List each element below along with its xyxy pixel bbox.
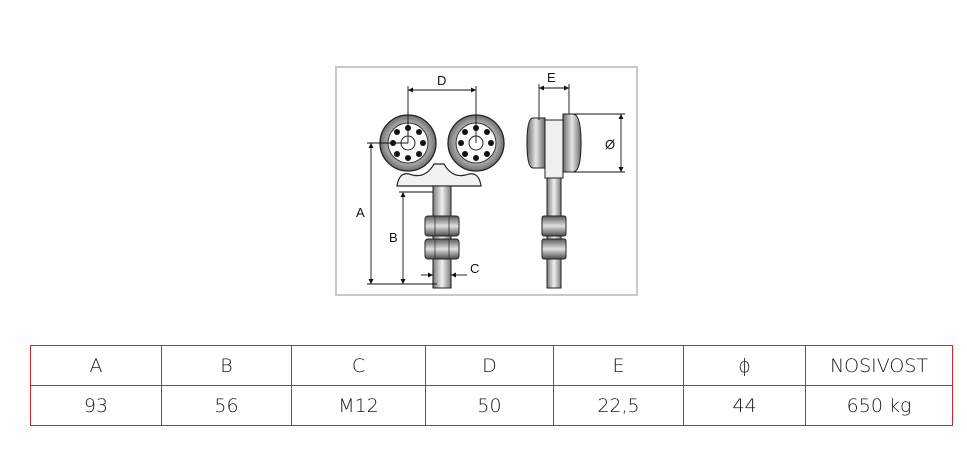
header-cell-a: A — [30, 345, 162, 386]
dim-label-b: B — [389, 230, 398, 245]
header-cell-b: B — [161, 345, 292, 386]
bolt-rod — [432, 185, 452, 289]
technical-drawing: D A B C — [335, 66, 638, 296]
header-cell-capacity: NOSIVOST — [805, 345, 953, 386]
side-wheel-right — [562, 113, 582, 173]
side-view — [526, 113, 582, 289]
dim-label-e: E — [547, 70, 556, 85]
upper-nut — [424, 215, 460, 237]
value-cell-e: 22,5 — [553, 385, 684, 426]
value-cell-a: 93 — [30, 385, 162, 426]
side-wheel-left — [526, 117, 546, 169]
value-cell-c: M12 — [291, 385, 426, 426]
header-cell-d: D — [425, 345, 554, 386]
side-bracket — [544, 119, 564, 179]
side-upper-nut — [541, 215, 567, 237]
dim-label-a: A — [356, 205, 365, 220]
front-dimensions — [367, 86, 477, 288]
lower-nut — [424, 238, 460, 260]
header-cell-e: E — [553, 345, 684, 386]
header-cell-c: C — [291, 345, 426, 386]
value-cell-capacity: 650 kg — [805, 385, 953, 426]
value-cell-d: 50 — [425, 385, 554, 426]
front-view — [379, 114, 505, 289]
bracket-body — [396, 163, 482, 187]
trolley-drawing-svg: D A B C — [356, 70, 625, 289]
side-dimensions — [538, 84, 625, 173]
header-cell-diameter: ϕ — [683, 345, 806, 386]
value-cell-diameter: 44 — [683, 385, 806, 426]
spec-table: A B C D E ϕ NOSIVOST 93 56 M12 50 22,5 4… — [30, 345, 953, 426]
dim-label-d: D — [437, 73, 446, 88]
table-values-row: 93 56 M12 50 22,5 44 650 kg — [30, 385, 953, 426]
table-header-row: A B C D E ϕ NOSIVOST — [30, 345, 953, 386]
dim-label-diameter: Ø — [605, 137, 615, 152]
dim-label-c: C — [470, 261, 479, 276]
value-cell-b: 56 — [161, 385, 292, 426]
side-lower-nut — [541, 238, 567, 260]
